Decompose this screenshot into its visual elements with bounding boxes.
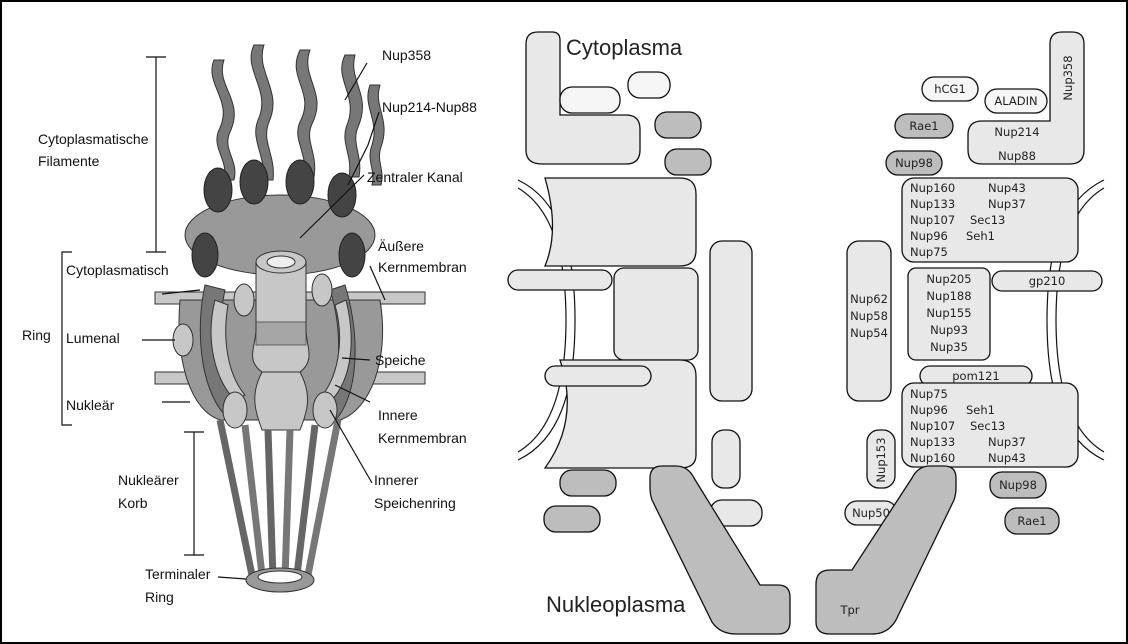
label-nup358-right: Nup358: [1061, 55, 1075, 100]
cyto-oval-3: [655, 112, 701, 138]
label-nup188: Nup188: [926, 289, 971, 303]
filament-knob: [339, 233, 365, 277]
label-gp210: gp210: [1029, 274, 1066, 288]
label-upper-nup160: Nup160: [910, 181, 955, 195]
filaments-bracket: [146, 57, 166, 252]
label-lumenal: Lumenal: [66, 330, 120, 346]
label-nuclear: Nukleär: [66, 397, 115, 413]
filament-knob: [204, 168, 232, 212]
label-lower-nup75: Nup75: [910, 387, 948, 401]
filament-knob: [192, 233, 218, 277]
label-rae1-bottom: Rae1: [1017, 514, 1046, 528]
label-nup58: Nup58: [850, 309, 888, 323]
label-tpr: Tpr: [839, 603, 859, 617]
label-nuclear-basket-1: Nukleärer: [118, 472, 179, 488]
label-upper-nup107: Nup107: [910, 213, 955, 227]
label-lower-nup133: Nup133: [910, 435, 955, 449]
label-lower-nup160: Nup160: [910, 451, 955, 465]
label-nuclear-basket-2: Korb: [118, 495, 148, 511]
label-nup54: Nup54: [850, 326, 888, 340]
label-inner-spoke-ring-1: Innerer: [374, 472, 419, 488]
label-nup88: Nup88: [998, 149, 1036, 163]
label-ring: Ring: [22, 327, 51, 343]
label-nup98-top: Nup98: [895, 156, 933, 170]
label-cytoplasm: Cytoplasma: [566, 35, 683, 60]
label-central-channel: Zentraler Kanal: [367, 169, 463, 185]
tpr-arm: [816, 466, 956, 634]
label-lower-seh1: Seh1: [966, 403, 995, 417]
npc-3d-illustration: Nup358 Nup214-Nup88 Cytoplasmatische Fil…: [22, 45, 477, 605]
label-terminal-ring-2: Ring: [145, 589, 174, 605]
basket-bracket: [184, 432, 204, 555]
label-cyto-filaments-2: Filamente: [38, 153, 100, 169]
label-nup155: Nup155: [926, 306, 971, 320]
left-upper-block: [545, 178, 696, 266]
label-outer-membrane-2: Kernmembran: [378, 259, 467, 275]
label-lower-nup37: Nup37: [988, 435, 1026, 449]
label-nup214-nup88: Nup214-Nup88: [382, 99, 477, 115]
label-cyto-filaments-1: Cytoplasmatische: [38, 131, 149, 147]
label-inner-spoke-ring-2: Speichenring: [374, 495, 456, 511]
label-nup62: Nup62: [850, 292, 888, 306]
label-aladin: ALADIN: [994, 94, 1037, 108]
label-spoke: Speiche: [375, 352, 426, 368]
label-nucleoplasm: Nukleoplasma: [546, 592, 686, 617]
label-upper-sec13: Sec13: [970, 213, 1005, 227]
label-pom121: pom121: [952, 369, 1000, 383]
label-nup358: Nup358: [382, 47, 431, 63]
cyto-oval-1: [560, 87, 620, 113]
filament-knob: [286, 160, 314, 204]
label-upper-nup43: Nup43: [988, 181, 1026, 195]
label-lower-sec13: Sec13: [970, 419, 1005, 433]
filament-knob: [240, 160, 268, 204]
label-lower-nup96: Nup96: [910, 403, 948, 417]
left-middle-block: [614, 268, 698, 360]
label-nup93: Nup93: [930, 323, 968, 337]
label-nup153: Nup153: [874, 437, 888, 482]
label-nup205: Nup205: [926, 272, 971, 286]
label-nup50: Nup50: [852, 506, 890, 520]
label-nup214: Nup214: [994, 125, 1039, 139]
label-upper-seh1: Seh1: [966, 229, 995, 243]
left-column: [710, 241, 752, 401]
label-upper-nup75: Nup75: [910, 245, 948, 259]
label-terminal-ring-1: Terminaler: [145, 566, 211, 582]
label-inner-membrane-1: Innere: [378, 407, 418, 423]
nuclear-basket: [220, 420, 338, 578]
left-pom121-bar: [545, 366, 651, 386]
label-lower-nup107: Nup107: [910, 419, 955, 433]
cyto-oval-2: [628, 72, 670, 98]
left-gp210-bar: [508, 270, 612, 290]
filament-knob: [328, 173, 356, 217]
label-nup35: Nup35: [930, 340, 968, 354]
label-hcg1: hCG1: [934, 82, 966, 96]
label-cytoplasmic: Cytoplasmatisch: [66, 262, 169, 278]
label-inner-membrane-2: Kernmembran: [378, 430, 467, 446]
cyto-oval-4: [665, 149, 711, 175]
label-rae1-top: Rae1: [909, 119, 938, 133]
central-channel: [252, 262, 309, 372]
label-upper-nup96: Nup96: [910, 229, 948, 243]
label-upper-nup37: Nup37: [988, 197, 1026, 211]
label-upper-nup133: Nup133: [910, 197, 955, 211]
npc-schematic: Cytoplasma Nukleoplasma hCG1 ALADIN Nup3…: [508, 32, 1104, 634]
label-lower-nup43: Nup43: [988, 451, 1026, 465]
label-outer-membrane-1: Äußere: [378, 238, 424, 254]
label-nup98-bottom: Nup98: [999, 478, 1037, 492]
